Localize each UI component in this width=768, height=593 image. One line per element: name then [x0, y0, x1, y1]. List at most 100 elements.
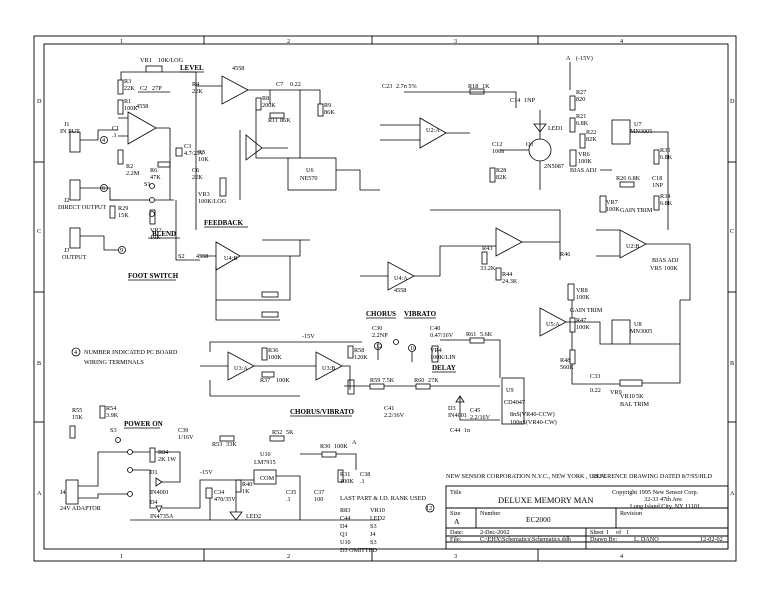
reference-drawing: REFERENCE DRAWING DATED 8/7/95/HLD: [592, 473, 713, 480]
opamp-u5a-icon: [539, 307, 567, 337]
r29-value: 15K: [118, 212, 129, 219]
terminal-note-marker: [71, 347, 81, 357]
last-part-rank-num: 12: [426, 505, 432, 512]
c7-ref: C7: [276, 81, 283, 88]
r46-ref: R46: [560, 251, 570, 258]
vr1-ref: VR1: [140, 57, 152, 64]
pot-vr4-icon: [431, 345, 439, 363]
r4-value: 22K: [192, 88, 203, 95]
c30-ref: C30: [372, 325, 382, 332]
last-part-col1-3: Q1: [340, 531, 348, 538]
sheet-value: 1: [606, 529, 609, 536]
section-delay-label: DELAY: [432, 364, 456, 372]
compander-block: 4558 C7 0.22 R9 86K R8 200K R11 86K U6 N…: [196, 65, 380, 321]
address-line1: 32-33 47th Ave: [644, 496, 682, 503]
r21-value: 6.8K: [576, 120, 589, 127]
diode-d4-icon: [155, 505, 163, 513]
c40-value: 0.47/16V: [430, 332, 454, 339]
c38-ref: C38: [360, 471, 370, 478]
last-part-col2-2: S3: [370, 523, 377, 530]
r48-ref: R48: [560, 357, 570, 364]
r6-value: 47K: [150, 174, 161, 181]
notes: 4 NUMBER INDICATED PC BOARD WIRING TERMI…: [71, 347, 178, 366]
r8-ref: R8: [262, 95, 269, 102]
modulation-section: U4:A 4558 R43 33.2K R44 24.3K CHORUS VIB…: [200, 209, 561, 434]
switch-s1-ref: S1: [144, 181, 151, 188]
pot-vr8-icon: [567, 283, 575, 301]
of-value: 1: [626, 529, 629, 536]
r44-value: 24.3K: [502, 278, 518, 285]
opamp-u2a-icon: [419, 117, 447, 149]
r34-ref: R34: [660, 193, 670, 200]
opamp-u2b-icon: [619, 229, 647, 259]
r6-ref: R6: [150, 167, 157, 174]
jack-j3-label: OUTPUT: [62, 254, 87, 261]
r60-value: 27K: [428, 377, 439, 384]
c18-value: 1NP: [652, 182, 664, 189]
last-part-col2-3: J4: [370, 531, 376, 538]
number-label: Number: [480, 510, 500, 517]
d4-value: IN4735A: [150, 513, 174, 520]
pot-vr3-icon: [219, 177, 227, 197]
c45-ref: C45: [470, 407, 480, 414]
r40-ref: R40: [242, 481, 252, 488]
c41-ref: C41: [384, 405, 394, 412]
last-part-col2-0: VR10: [370, 507, 385, 514]
section-power-on-label: POWER ON: [124, 420, 163, 428]
r27-ref: R27: [576, 89, 586, 96]
jack-j4-ref: J4: [60, 489, 66, 496]
terminal-note-number: 4: [74, 349, 77, 356]
c39-value: 1/16V: [178, 434, 194, 441]
r21-ref: R21: [576, 113, 586, 120]
u7-ref: U7: [634, 121, 642, 128]
terminal-note-line1: NUMBER INDICATED PC BOARD: [84, 349, 178, 356]
c3-value: 4.7/25V: [184, 150, 205, 157]
r26-ref: R26: [616, 175, 626, 182]
date-value: 2-Dec-2002: [480, 529, 510, 536]
last-part-col1-4: U10: [340, 539, 351, 546]
r58-ref: R58: [354, 347, 364, 354]
vr8-ref: VR8: [576, 287, 588, 294]
r26-value: 6.8K: [628, 175, 641, 182]
drawing-title: DELUXE MEMORY MAN: [498, 495, 594, 505]
r60-ref: R60: [414, 377, 424, 384]
c6-value: 22K: [192, 174, 203, 181]
jack-j1-icon: [69, 131, 81, 153]
jack-j1-label: IN PUT: [60, 128, 80, 135]
r22-ref: R22: [586, 129, 596, 136]
c35-value: .1: [286, 496, 291, 503]
r5-ref: R5: [198, 149, 205, 156]
last-part-col1-2: D4: [340, 523, 348, 530]
r35-value: 6.8K: [660, 154, 673, 161]
u8-value: MN3005: [630, 328, 652, 335]
d1-ref: D1: [150, 469, 158, 476]
r2-ref: R2: [126, 163, 133, 170]
c38-value: .1: [360, 478, 365, 485]
vr4-ref: VR4: [430, 347, 442, 354]
row-label-left-b: B: [37, 360, 41, 367]
vr2-ref: VR2: [150, 227, 162, 234]
u3a-ref: U3:A: [234, 365, 248, 372]
row-label-left-c: C: [37, 228, 41, 235]
c40-ref: C40: [430, 325, 440, 332]
regulator-u10-icon: [253, 469, 277, 485]
pot-vr6-icon: [569, 149, 577, 167]
diode-d1-icon: [155, 477, 163, 487]
c3-ref: C3: [184, 143, 191, 150]
r61-value: 5.6K: [480, 331, 493, 338]
vr10-ref: VR10: [620, 393, 635, 400]
r11-value: 86K: [280, 117, 291, 124]
col-label-bottom-3: 3: [454, 553, 457, 560]
vr-note-1: 8nS(VR40-CCW): [510, 411, 555, 418]
r5-value: 10K: [198, 156, 209, 163]
r11-ref: R11: [268, 117, 278, 124]
r3-value: 22K: [124, 85, 135, 92]
c35-ref: C35: [286, 489, 296, 496]
of-label: of: [616, 529, 622, 536]
u4a-type: 4558: [394, 287, 406, 294]
title-block: NEW SENSOR CORPORATION N.Y.C., NEW YORK …: [445, 473, 729, 550]
u9-value: CD4047: [504, 399, 525, 406]
jack-j2-icon: [69, 179, 81, 201]
vr7-value: 100K: [606, 206, 620, 213]
r34-value: 6.8K: [660, 200, 673, 207]
